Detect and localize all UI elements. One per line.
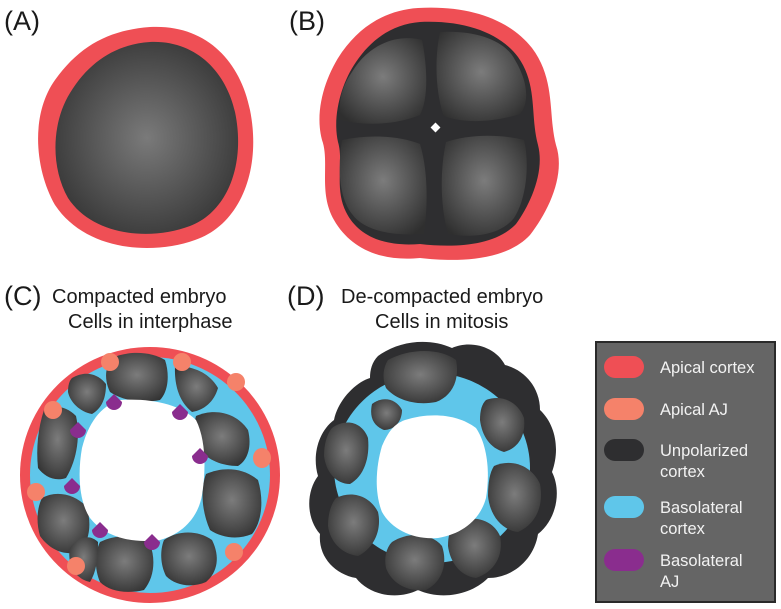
panel-c: (C) Compacted embryo Cells in interphase <box>4 281 280 603</box>
panel-c-cell <box>68 373 106 414</box>
panel-d-cell <box>371 399 402 430</box>
legend-swatch <box>604 439 644 461</box>
basolateral-aj-dot <box>172 404 188 420</box>
panel-c-cell <box>37 493 90 554</box>
panel-c-cell <box>95 536 154 592</box>
apical-aj-dot <box>27 483 45 501</box>
basolateral-aj-dot <box>70 422 86 438</box>
legend-swatch <box>604 356 644 378</box>
panel-b-label: (B) <box>289 6 325 36</box>
apical-aj-dot <box>253 448 271 468</box>
legend-label: cortex <box>660 520 706 538</box>
panel-c-cell <box>174 366 218 412</box>
legend-swatch <box>604 398 644 420</box>
basolateral-aj-dot <box>64 478 80 494</box>
panel-d-cell <box>328 494 380 556</box>
panel-c-cell <box>37 406 78 480</box>
panel-a: (A) <box>4 6 254 249</box>
panel-d-label: (D) <box>287 281 324 311</box>
panel-a-cell <box>55 41 239 234</box>
legend-item: Unpolarized cortex <box>604 439 748 481</box>
panel-d-cell <box>488 462 542 532</box>
panel-c-label: (C) <box>4 281 41 311</box>
legend-label: cortex <box>660 463 706 481</box>
basolateral-aj-dot <box>92 522 108 538</box>
apical-aj-dot <box>225 543 243 561</box>
basolateral-aj-dot <box>144 534 160 550</box>
panel-d-cell <box>448 518 501 578</box>
panel-c-cell <box>202 469 262 538</box>
panel-d-cells <box>324 351 542 591</box>
apical-aj-dot <box>44 401 62 419</box>
legend-label: AJ <box>660 573 679 591</box>
panel-b: (B) <box>289 6 559 260</box>
panel-c-basolateral-aj <box>64 394 208 550</box>
panel-c-lumen <box>79 399 205 542</box>
legend-swatch <box>604 496 644 518</box>
apical-aj-dot <box>227 373 245 391</box>
legend-label: Basolateral <box>660 552 743 570</box>
panel-d-cell <box>383 351 458 404</box>
panel-d-lumen <box>376 415 488 539</box>
legend-item: Apical AJ <box>604 398 728 420</box>
panel-a-label: (A) <box>4 6 40 36</box>
panel-c-cell <box>161 532 217 586</box>
panel-c-cells <box>37 352 262 592</box>
legend-label: Unpolarized <box>660 442 748 460</box>
basolateral-aj-dot <box>106 394 122 410</box>
panel-c-caption-line1: Compacted embryo <box>52 286 227 308</box>
panel-b-cell-top-right <box>436 31 527 122</box>
panel-b-cell-bottom-left <box>339 136 427 235</box>
panel-d-cell <box>324 422 369 484</box>
panel-b-cell-top-left <box>339 38 427 124</box>
legend-item: Basolateral cortex <box>604 496 743 538</box>
legend-label: Basolateral <box>660 499 743 517</box>
legend-label: Apical AJ <box>660 401 728 419</box>
panel-c-cell <box>106 352 168 402</box>
legend-label: Apical cortex <box>660 359 755 377</box>
panel-c-apical-aj <box>27 353 271 575</box>
panel-d-cell <box>385 534 445 591</box>
legend-swatch <box>604 549 644 571</box>
panel-d-caption-line1: De-compacted embryo <box>341 286 543 308</box>
panel-c-cell <box>194 412 250 466</box>
basolateral-aj-dot <box>192 448 208 464</box>
panel-c-caption-line2: Cells in interphase <box>68 311 233 333</box>
apical-aj-dot <box>67 557 85 575</box>
legend-item: Apical cortex <box>604 356 755 378</box>
apical-aj-dot <box>173 353 191 371</box>
panel-b-cell-bottom-right <box>441 135 527 236</box>
apical-aj-dot <box>101 353 119 371</box>
panel-d: (D) De-compacted embryo Cells in mitosis <box>287 281 557 596</box>
panel-d-cell <box>480 398 525 452</box>
panel-d-caption-line2: Cells in mitosis <box>375 311 508 333</box>
